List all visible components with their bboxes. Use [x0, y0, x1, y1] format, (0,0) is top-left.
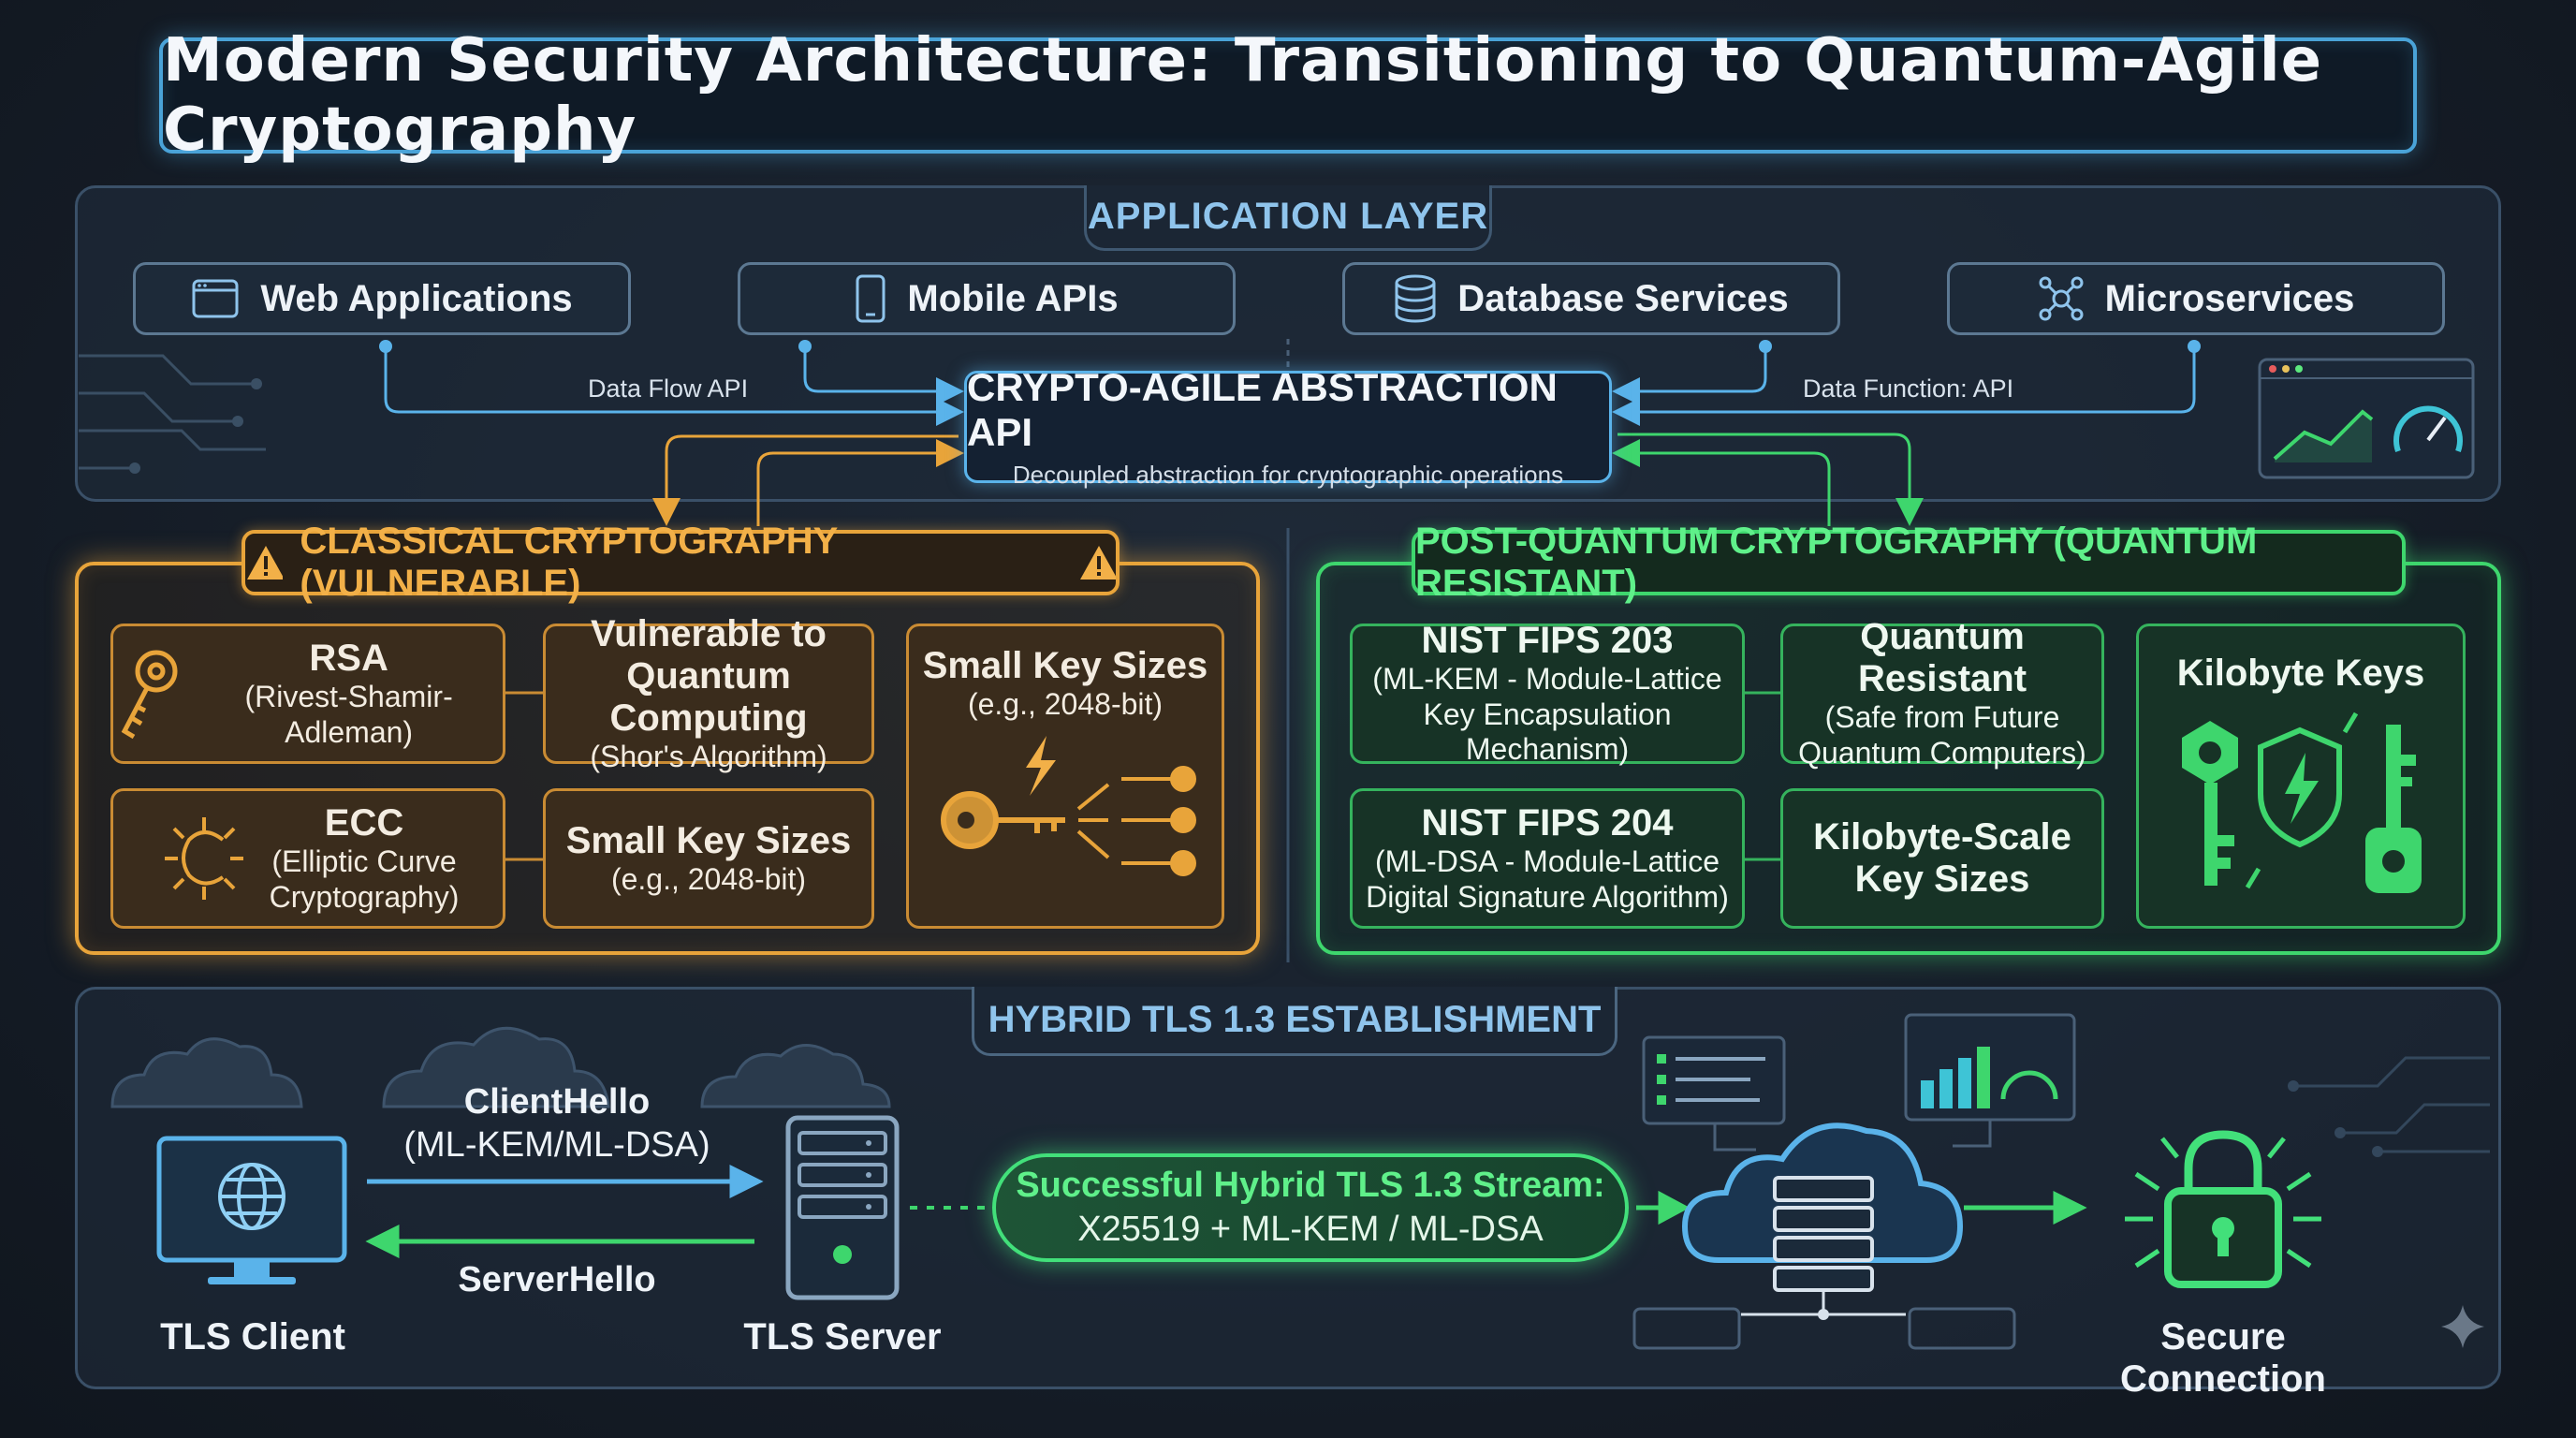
- page-title: Modern Security Architecture: Transition…: [163, 26, 2323, 165]
- api-subtitle: Decoupled abstraction for cryptographic …: [1012, 460, 1564, 489]
- small-key-sizes-illustration-box[interactable]: Small Key Sizes (e.g., 2048-bit): [906, 624, 1224, 929]
- fips203-line2: Key Encapsulation Mechanism): [1423, 697, 1672, 767]
- fips203-title: NIST FIPS 203: [1421, 619, 1674, 661]
- mobile-phone-icon: [856, 274, 886, 323]
- flow-label-right: Data Function: API: [1803, 374, 2014, 403]
- rsa-box[interactable]: RSA (Rivest-Shamir-Adleman): [110, 624, 505, 764]
- small-keys-right-subtitle: (e.g., 2048-bit): [967, 687, 1164, 721]
- fips204-title: NIST FIPS 204: [1421, 801, 1674, 844]
- circuit-decoration-icon: [2288, 1056, 2490, 1157]
- client-hello-detail: (ML-KEM/ML-DSA): [403, 1125, 710, 1165]
- cloud-decoration-icon: [110, 1026, 891, 1108]
- cloud-server-cluster-icon: [1632, 1013, 2076, 1350]
- server-hello-label: ServerHello: [458, 1260, 656, 1299]
- warning-icon: [1079, 546, 1117, 580]
- tls-client-monitor-icon: [156, 1136, 347, 1284]
- fips203-line1: (ML-KEM - Module-Lattice: [1372, 661, 1722, 696]
- small-keys-right-title: Small Key Sizes: [922, 645, 1208, 686]
- classical-heading: CLASSICAL CRYPTOGRAPHY (VULNERABLE): [242, 521, 1120, 604]
- kilobyte-keys-box[interactable]: Kilobyte Keys: [2136, 624, 2466, 929]
- ecc-title: ECC: [324, 801, 404, 844]
- stream-line1: Successful Hybrid TLS 1.3 Stream:: [1016, 1166, 1605, 1205]
- service-database-services[interactable]: Database Services: [1342, 262, 1840, 335]
- nist-fips-204-box[interactable]: NIST FIPS 204 (ML-DSA - Module-Lattice D…: [1350, 788, 1745, 929]
- database-icon: [1395, 274, 1436, 323]
- breaking-key-icon: [941, 735, 1196, 876]
- api-title: CRYPTO-AGILE ABSTRACTION API: [967, 364, 1558, 454]
- kb-scale-line2: Key Sizes: [1854, 858, 2030, 900]
- service-label: Database Services: [1457, 277, 1789, 319]
- crypto-agile-api-box[interactable]: CRYPTO-AGILE ABSTRACTION API Decoupled a…: [964, 365, 1612, 489]
- application-layer-heading: APPLICATION LAYER: [1084, 185, 1492, 251]
- kb-keys-title: Kilobyte Keys: [2176, 653, 2425, 694]
- hybrid-tls-heading: HYBRID TLS 1.3 ESTABLISHMENT: [972, 987, 1617, 1056]
- client-hello-label: ClientHello: [463, 1082, 651, 1122]
- ecc-line2: Cryptography): [269, 879, 460, 914]
- rsa-subtitle: (Rivest-Shamir-Adleman): [244, 679, 453, 749]
- vulnerable-line2: Quantum Computing: [609, 654, 808, 739]
- small-keys-title: Small Key Sizes: [565, 819, 852, 861]
- ecc-line1: (Elliptic Curve: [271, 844, 457, 878]
- tls-server-icon: [785, 1115, 900, 1300]
- monitoring-dashboard-icon: [2258, 358, 2475, 479]
- resistant-line1: (Safe from Future: [1824, 700, 2060, 735]
- ecc-box[interactable]: ECC (Elliptic Curve Cryptography): [110, 788, 505, 929]
- warning-icon: [247, 546, 284, 580]
- secure-connection-label: Secure Connection: [2120, 1316, 2326, 1400]
- sparkle-icon: [2441, 1305, 2484, 1348]
- title-banner: Modern Security Architecture: Transition…: [159, 26, 2417, 165]
- vulnerable-line3: (Shor's Algorithm): [590, 739, 827, 773]
- fips204-line1: (ML-DSA - Module-Lattice: [1374, 844, 1720, 878]
- vulnerable-line1: Vulnerable to: [591, 612, 827, 654]
- quantum-resistant-box[interactable]: Quantum Resistant (Safe from Future Quan…: [1780, 616, 2104, 770]
- browser-window-icon: [192, 279, 239, 318]
- kilobyte-scale-box[interactable]: Kilobyte-Scale Key Sizes: [1780, 788, 2104, 929]
- service-web-applications[interactable]: Web Applications: [133, 262, 631, 335]
- rsa-title: RSA: [309, 637, 388, 679]
- vulnerable-quantum-box[interactable]: Vulnerable to Quantum Computing (Shor's …: [543, 613, 874, 773]
- key-icon: [121, 650, 178, 740]
- secure-lock-icon: [2125, 1130, 2321, 1288]
- service-mobile-apis[interactable]: Mobile APIs: [738, 262, 1236, 335]
- service-label: Microservices: [2104, 277, 2355, 319]
- service-label: Web Applications: [260, 277, 573, 319]
- classical-heading-text: CLASSICAL CRYPTOGRAPHY (VULNERABLE): [300, 521, 838, 604]
- tls-client-label: TLS Client: [160, 1316, 345, 1357]
- nist-fips-203-box[interactable]: NIST FIPS 203 (ML-KEM - Module-Lattice K…: [1350, 620, 1745, 766]
- network-nodes-icon: [2039, 276, 2084, 321]
- resistant-title: Quantum Resistant: [1857, 616, 2027, 700]
- flow-label-left: Data Flow API: [588, 374, 749, 403]
- stream-line2: X25519 + ML-KEM / ML-DSA: [1077, 1210, 1544, 1249]
- small-key-sizes-box[interactable]: Small Key Sizes (e.g., 2048-bit): [543, 788, 874, 929]
- service-label: Mobile APIs: [907, 277, 1119, 319]
- kb-scale-line1: Kilobyte-Scale: [1813, 816, 2071, 858]
- elliptic-curve-icon: [164, 817, 243, 900]
- resistant-line2: Quantum Computers): [1798, 736, 2086, 770]
- service-microservices[interactable]: Microservices: [1947, 262, 2445, 335]
- circuit-decoration-icon: [79, 354, 266, 474]
- tls-server-label: TLS Server: [743, 1316, 942, 1357]
- quantum-keys-shield-icon: [2182, 712, 2422, 893]
- hybrid-stream-tube[interactable]: Successful Hybrid TLS 1.3 Stream: X25519…: [992, 1153, 1629, 1262]
- small-keys-subtitle: (e.g., 2048-bit): [610, 861, 807, 896]
- fips204-line2: Digital Signature Algorithm): [1366, 879, 1729, 914]
